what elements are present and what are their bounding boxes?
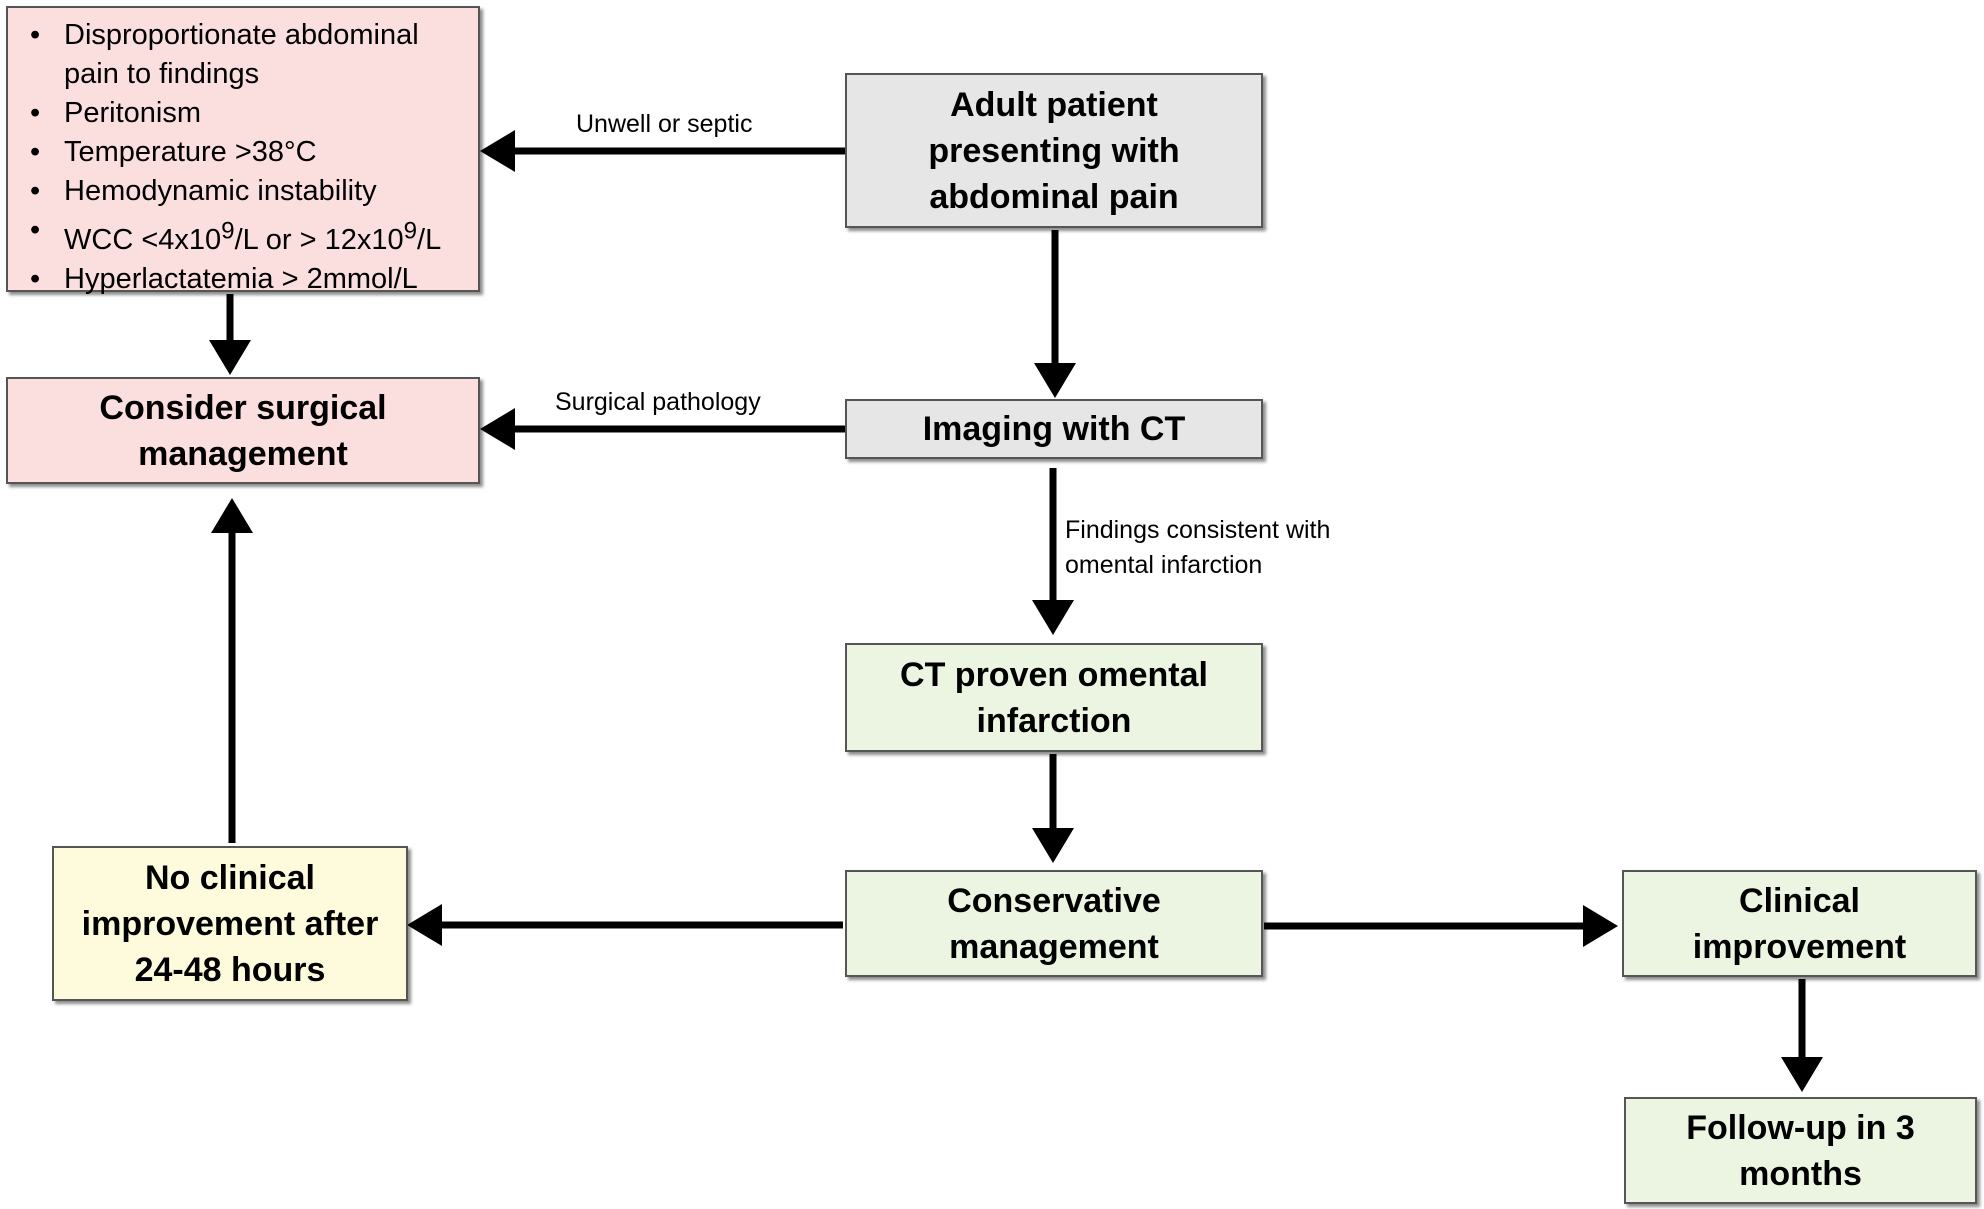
follow-up-label: Follow-up in 3 months [1686, 1108, 1915, 1193]
imaging-node: Imaging with CT [845, 399, 1263, 459]
criteria-text: Hyperlactatemia > 2mmol/L [64, 262, 418, 295]
edge-label-unwell: Unwell or septic [576, 110, 753, 138]
wcc-text-start: WCC <4x10 [64, 223, 222, 256]
criteria-item: • Disproportionate abdominal pain to find… [20, 16, 468, 94]
start-node: Adult patient presenting with abdominal … [845, 73, 1263, 228]
criteria-text-wcc: WCC <4x109/L or > 12x109/L [64, 217, 442, 256]
bullet-icon: • [30, 175, 41, 207]
bullet-icon: • [30, 19, 41, 51]
no-improvement-node: No clinical improvement after 24-48 hour… [52, 846, 408, 1001]
wcc-text-middle: /L or > 12x10 [234, 223, 404, 256]
edge-label-findings: Findings consistent with omental infarct… [1065, 516, 1331, 579]
wcc-exponent-high: 9 [403, 217, 418, 244]
criteria-list: • Disproportionate abdominal pain to find… [20, 16, 468, 299]
criteria-item: • Hemodynamic instability [20, 172, 468, 211]
follow-up-node: Follow-up in 3 months [1624, 1097, 1977, 1204]
ct-proven-node: CT proven omental infarction [845, 643, 1263, 752]
clinical-improvement-label: Clinical improvement [1692, 881, 1907, 966]
wcc-text-end: /L [417, 223, 442, 256]
surgical-management-node: Consider surgical management [6, 377, 480, 484]
ct-proven-label: CT proven omental infarction [900, 655, 1208, 740]
bullet-icon: • [30, 97, 41, 129]
clinical-improvement-node: Clinical improvement [1622, 870, 1977, 977]
bullet-icon: • [30, 136, 41, 168]
criteria-text: Temperature >38°C [64, 136, 317, 168]
bullet-icon: • [30, 262, 41, 295]
conservative-management-node: Conservative management [845, 870, 1263, 977]
no-improvement-label: No clinical improvement after 24-48 hour… [81, 858, 379, 989]
wcc-exponent-low: 9 [221, 217, 235, 244]
criteria-item: • Peritonism [20, 94, 468, 133]
surgical-management-label: Consider surgical management [99, 388, 387, 473]
criteria-item: • Hyperlactatemia > 2mmol/L [20, 260, 468, 299]
conservative-management-label: Conservative management [947, 881, 1161, 966]
high-risk-criteria-box: • Disproportionate abdominal pain to find… [6, 6, 480, 295]
start-node-label: Adult patient presenting with abdominal … [928, 85, 1180, 216]
edge-label-surgical-pathology: Surgical pathology [555, 388, 761, 416]
imaging-label: Imaging with CT [922, 410, 1186, 448]
criteria-text: Hemodynamic instability [64, 175, 377, 207]
criteria-text: Peritonism [64, 97, 201, 129]
bullet-icon: • [30, 214, 41, 246]
criteria-item: •WCC <4x109/L or > 12x109/L [20, 211, 468, 260]
criteria-item: • Temperature >38°C [20, 133, 468, 172]
criteria-text: Disproportionate abdominal pain to findi… [64, 19, 419, 90]
